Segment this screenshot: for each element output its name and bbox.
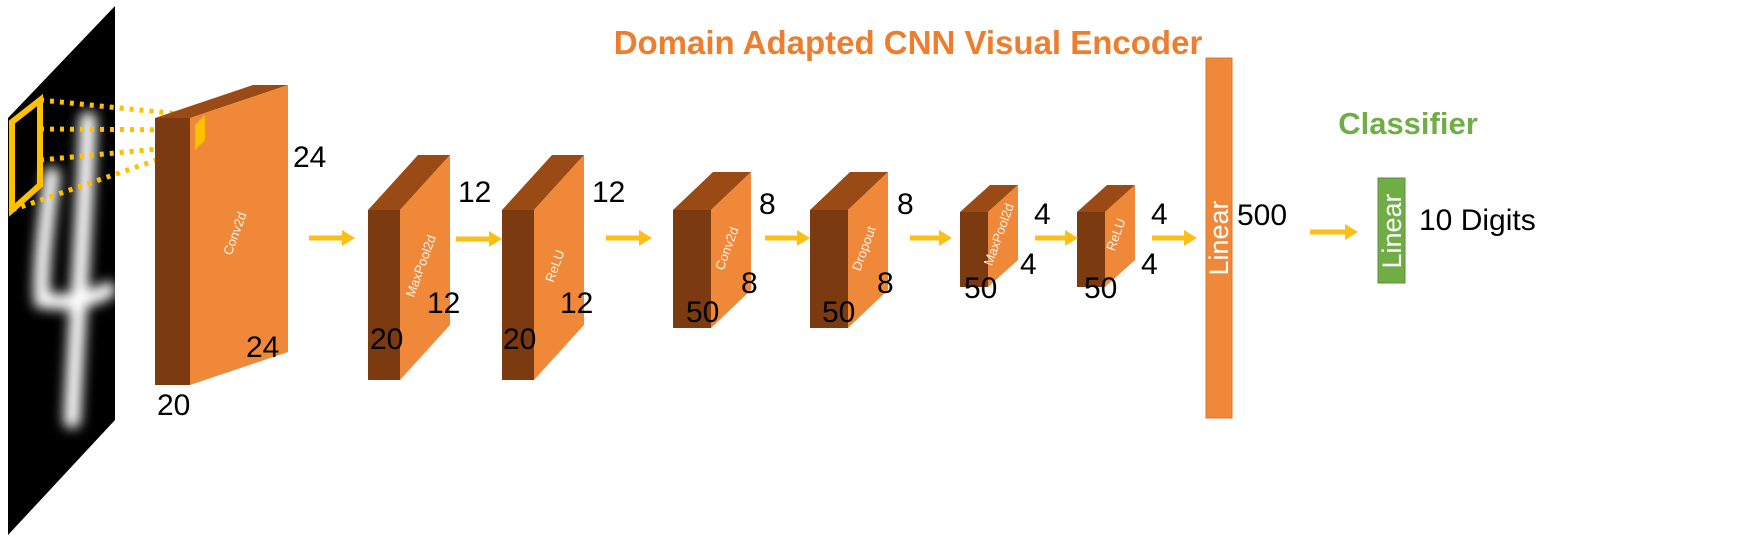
block-dim-height: 12	[458, 176, 491, 209]
block-side	[673, 210, 711, 328]
arrow-6	[1035, 230, 1078, 246]
block-front	[1105, 185, 1135, 287]
block-front	[988, 185, 1018, 287]
arrow-8	[1310, 224, 1358, 240]
block-top	[502, 155, 584, 210]
conv-patch	[195, 115, 205, 150]
encoder-linear-layer: Linear 500	[1204, 57, 1287, 419]
encoder-linear-label: Linear	[1204, 200, 1234, 275]
block-dim-height: 24	[293, 141, 326, 174]
block-dim-height: 4	[1151, 198, 1168, 231]
arrow-2	[456, 231, 502, 247]
block-dim-width: 4	[1020, 248, 1037, 281]
input-image-panel	[8, 6, 115, 535]
block-side	[810, 210, 848, 328]
block-front	[534, 155, 584, 380]
block-dim-channels: 20	[370, 323, 403, 356]
classifier-output-label: 10 Digits	[1419, 204, 1536, 237]
block-side	[155, 118, 190, 385]
encoder-linear-size: 500	[1237, 199, 1287, 232]
block-dim-width: 12	[427, 287, 460, 320]
block-dim-height: 8	[897, 188, 914, 221]
arrow-4	[765, 230, 810, 246]
block-front	[400, 155, 450, 380]
block-side	[502, 210, 534, 380]
digit-four-strokes	[33, 111, 116, 429]
block-dim-channels: 20	[503, 323, 536, 356]
block-front	[190, 85, 288, 385]
classifier-linear-label: Linear	[1377, 193, 1407, 268]
block-dim-channels: 50	[964, 272, 997, 305]
block-side	[1077, 212, 1105, 287]
block-dim-channels: 50	[1084, 272, 1117, 305]
block-side	[960, 212, 988, 287]
block-dim-height: 4	[1034, 198, 1051, 231]
block-top	[960, 185, 1018, 212]
block-side	[368, 210, 400, 380]
block-dim-width: 8	[741, 267, 758, 300]
block-top	[368, 155, 450, 210]
block-front	[848, 172, 888, 328]
block-dim-width: 8	[877, 267, 894, 300]
block-top	[673, 172, 751, 210]
diagram-title: Domain Adapted CNN Visual Encoder	[614, 24, 1203, 61]
block-dim-width: 4	[1141, 248, 1158, 281]
classifier-title: Classifier	[1338, 106, 1478, 141]
block-dim-width: 24	[246, 331, 279, 364]
arrow-1	[309, 230, 355, 246]
block-dim-channels: 50	[822, 296, 855, 329]
input-image	[8, 6, 116, 535]
arrow-7	[1152, 230, 1197, 246]
block-top	[810, 172, 888, 210]
block-dim-width: 12	[560, 287, 593, 320]
block-front	[711, 172, 751, 328]
encoder-linear-bar	[1205, 57, 1233, 419]
encoder-blocks: Conv2d242420MaxPool2d121220ReLU121220Con…	[155, 85, 1168, 422]
block-top	[1077, 185, 1135, 212]
block-dim-height: 8	[759, 188, 776, 221]
receptive-field-window	[9, 93, 43, 217]
flow-arrows	[309, 224, 1358, 247]
arrow-5	[910, 230, 952, 246]
block-dim-channels: 50	[686, 296, 719, 329]
block-dim-channels: 20	[157, 389, 190, 422]
block-dim-height: 12	[592, 176, 625, 209]
block-top	[155, 85, 288, 118]
classifier-linear-bar	[1377, 177, 1406, 284]
arrow-3	[606, 230, 652, 246]
classifier: Classifier Linear 10 Digits	[1338, 106, 1536, 284]
